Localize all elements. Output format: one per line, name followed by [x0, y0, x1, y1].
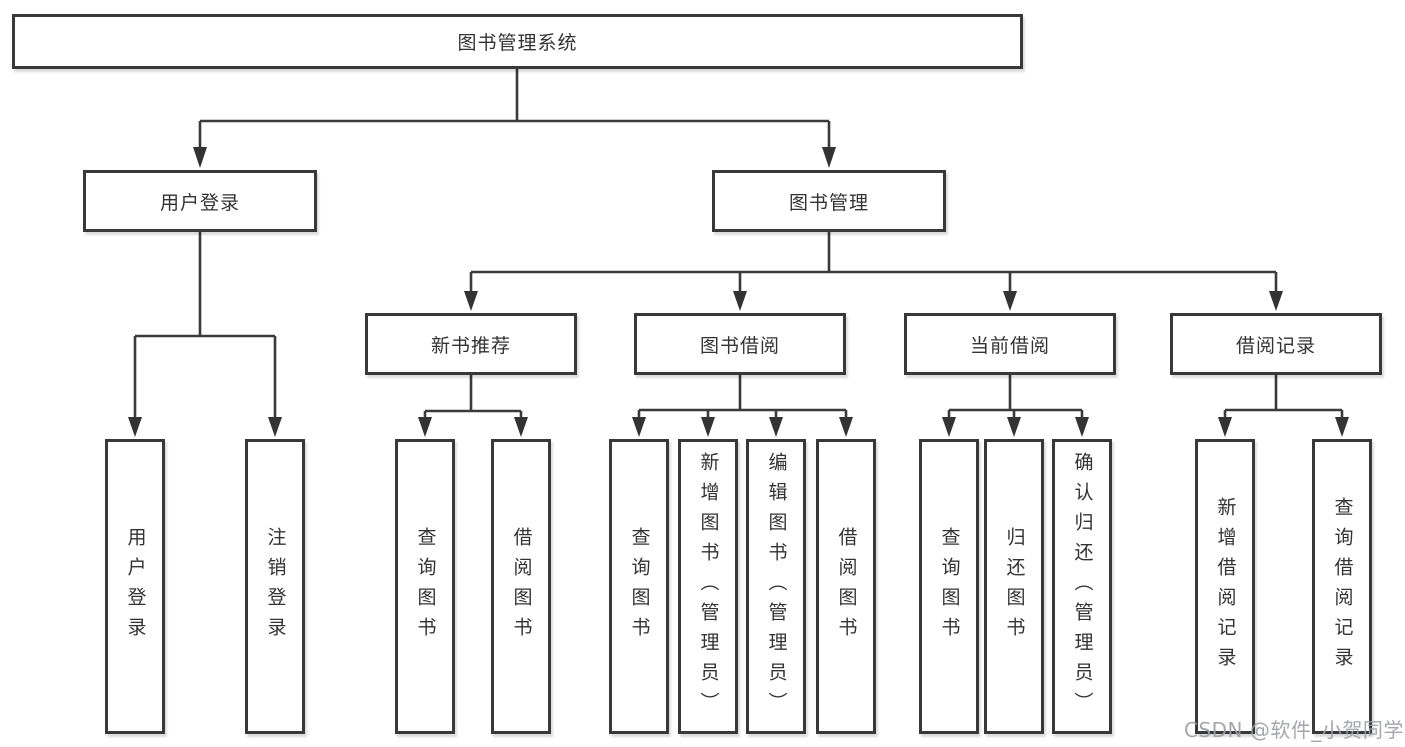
leaf-nbr-borrow-books-label: 借阅图书 — [510, 526, 533, 647]
leaf-bb-query-books: 查询图书 — [609, 439, 669, 734]
leaf-bb-borrow-books: 借阅图书 — [816, 439, 876, 734]
node-new-book-recommend-label: 新书推荐 — [430, 334, 511, 357]
leaf-br-add-record-label: 新增借阅记录 — [1214, 496, 1237, 677]
node-user-login-label: 用户登录 — [159, 191, 240, 214]
node-borrowing-records-label: 借阅记录 — [1235, 334, 1316, 357]
leaf-bb-add-books-admin: 新增图书（管理员） — [678, 439, 738, 734]
node-book-borrowing: 图书借阅 — [634, 313, 846, 375]
leaf-bb-borrow-books-label: 借阅图书 — [835, 526, 858, 647]
leaf-cb-query-books: 查询图书 — [919, 439, 979, 734]
leaf-br-query-record: 查询借阅记录 — [1312, 439, 1372, 734]
leaf-logout-label: 注销登录 — [264, 526, 287, 647]
leaf-bb-query-books-label: 查询图书 — [628, 526, 651, 647]
leaf-bb-edit-books-admin: 编辑图书（管理员） — [746, 439, 806, 734]
leaf-logout: 注销登录 — [245, 439, 305, 734]
leaf-cb-return-books: 归还图书 — [984, 439, 1044, 734]
leaf-nbr-borrow-books: 借阅图书 — [491, 439, 551, 734]
leaf-br-query-record-label: 查询借阅记录 — [1331, 496, 1354, 677]
leaf-user-login: 用户登录 — [105, 439, 165, 734]
leaf-cb-query-books-label: 查询图书 — [938, 526, 961, 647]
leaf-cb-confirm-return-admin: 确认归还（管理员） — [1052, 439, 1112, 734]
leaf-nbr-query-books-label: 查询图书 — [414, 526, 437, 647]
leaf-nbr-query-books: 查询图书 — [395, 439, 455, 734]
leaf-user-login-label: 用户登录 — [124, 526, 147, 647]
leaf-bb-add-books-admin-label: 新增图书（管理员） — [697, 451, 720, 722]
leaf-br-add-record: 新增借阅记录 — [1195, 439, 1255, 734]
node-root: 图书管理系统 — [12, 14, 1023, 69]
node-book-management: 图书管理 — [712, 170, 946, 232]
leaf-cb-confirm-return-admin-label: 确认归还（管理员） — [1071, 451, 1094, 722]
node-book-management-label: 图书管理 — [788, 191, 869, 214]
node-root-label: 图书管理系统 — [457, 32, 578, 54]
node-borrowing-records: 借阅记录 — [1170, 313, 1382, 375]
node-current-borrowing: 当前借阅 — [904, 313, 1116, 375]
node-book-borrowing-label: 图书借阅 — [699, 334, 780, 357]
csdn-watermark: CSDN @软件_小贺同学 — [1184, 718, 1404, 742]
node-user-login: 用户登录 — [83, 170, 317, 232]
leaf-cb-return-books-label: 归还图书 — [1003, 526, 1026, 647]
leaf-bb-edit-books-admin-label: 编辑图书（管理员） — [765, 451, 788, 722]
node-current-borrowing-label: 当前借阅 — [969, 334, 1050, 357]
node-new-book-recommend: 新书推荐 — [365, 313, 577, 375]
